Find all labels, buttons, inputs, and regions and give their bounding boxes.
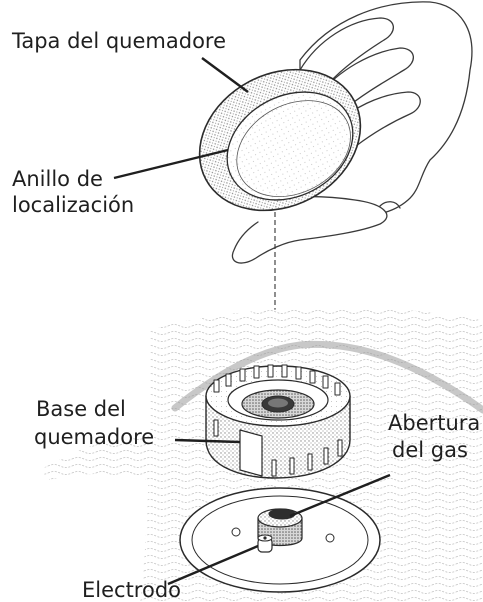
leader-lines (113, 57, 391, 586)
leader-electrode (167, 544, 259, 586)
label-burner-base-line1: Base del (36, 397, 126, 421)
burner-base (205, 364, 351, 479)
label-locating-ring-line2: localización (12, 193, 134, 217)
leader-gas-opening (289, 473, 391, 518)
label-gas-opening-line2: del gas (392, 438, 468, 462)
label-locating-ring-line1: Anillo de (12, 167, 103, 191)
burner-cap (198, 68, 362, 212)
leader-locating-ring (113, 148, 229, 180)
gas-fitting (179, 487, 381, 593)
label-gas-opening-line1: Abertura (388, 411, 480, 435)
label-burner-base-line2: quemadore (34, 425, 154, 449)
label-burner-cap: Tapa del quemadore (11, 29, 226, 53)
label-electrode: Electrodo (82, 578, 181, 602)
leader-burner-base (174, 438, 241, 444)
leader-burner-cap (201, 57, 249, 93)
